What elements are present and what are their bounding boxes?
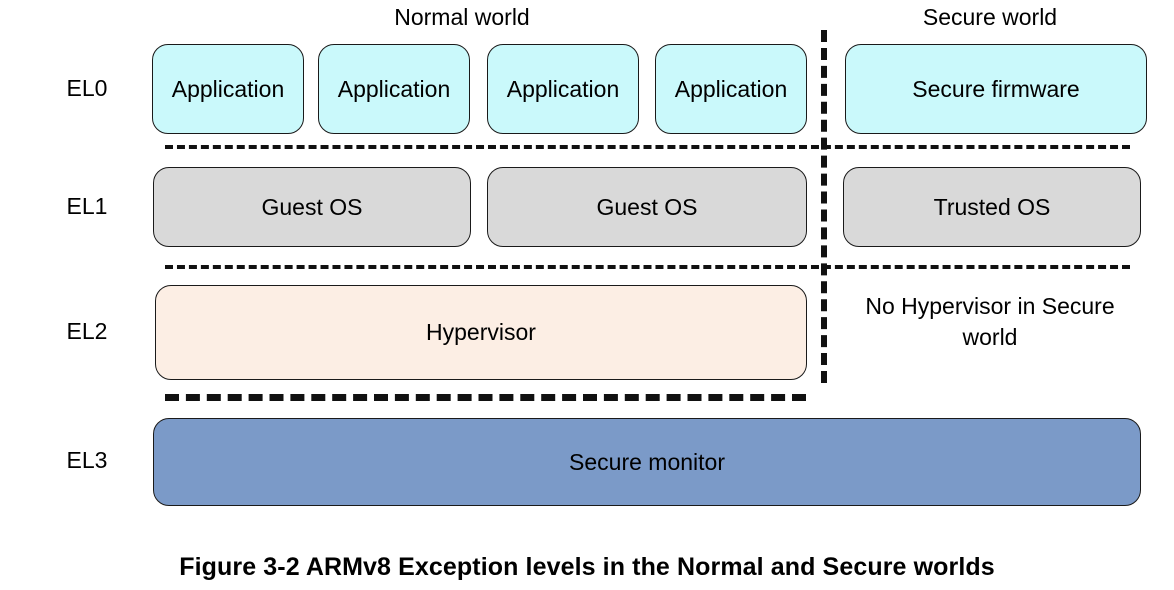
figure-caption: Figure 3-2 ARMv8 Exception levels in the…	[179, 553, 995, 581]
el0-application-block-2: Application	[318, 44, 470, 134]
el1-guest-os-block-2: Guest OS	[487, 167, 807, 247]
el0-secure-firmware-block: Secure firmware	[845, 44, 1147, 134]
separator-el2-el3	[165, 394, 806, 401]
separator-el0-el1	[165, 145, 1130, 149]
separator-el1-el2	[165, 265, 1130, 269]
el1-trusted-os-block: Trusted OS	[843, 167, 1141, 247]
normal-secure-world-divider	[821, 30, 827, 383]
exception-level-label-el2: EL2	[66, 318, 108, 344]
el0-application-block-3: Application	[487, 44, 639, 134]
el2-hypervisor-block: Hypervisor	[155, 285, 807, 380]
exception-level-label-el3: EL3	[66, 447, 108, 473]
exception-level-label-el1: EL1	[66, 193, 108, 219]
el1-guest-os-block-1: Guest OS	[153, 167, 471, 247]
el0-application-block-4: Application	[655, 44, 807, 134]
secure-world-heading: Secure world	[922, 4, 1058, 30]
el3-secure-monitor-block: Secure monitor	[153, 418, 1141, 506]
el2-no-hypervisor-note: No Hypervisor in Secure world	[865, 293, 1115, 351]
exception-level-label-el0: EL0	[66, 75, 108, 101]
normal-world-heading: Normal world	[394, 4, 530, 30]
el0-application-block-1: Application	[152, 44, 304, 134]
